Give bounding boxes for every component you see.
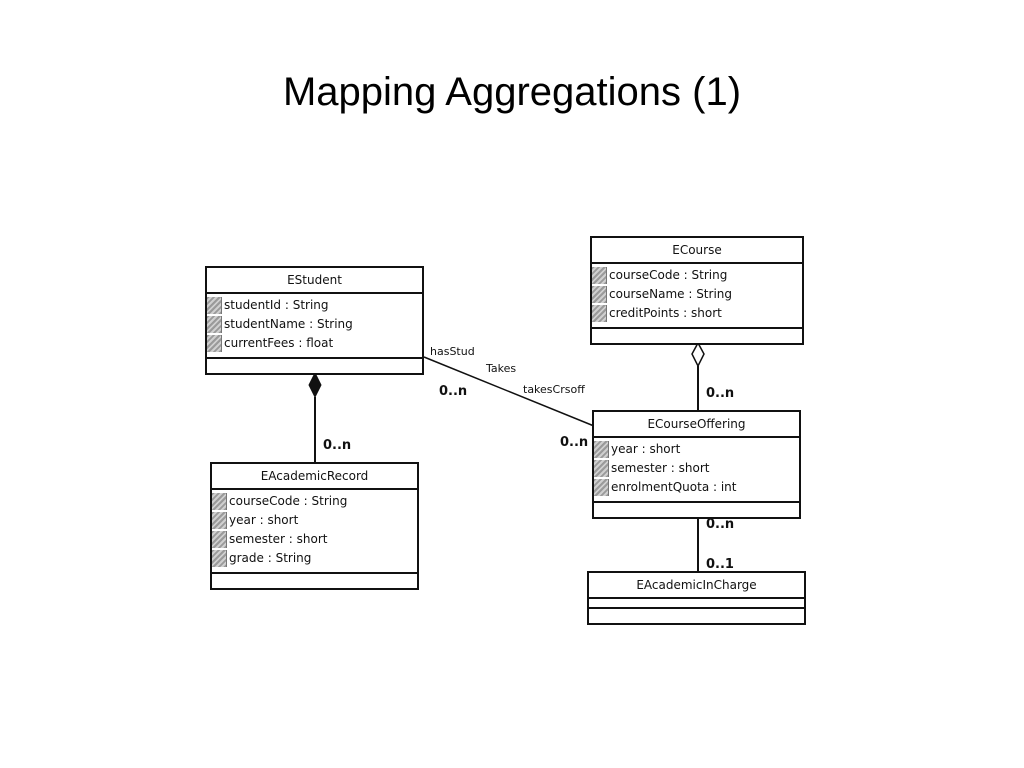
class-name: ECourse bbox=[592, 238, 802, 264]
mult-incharge-bottom: 0..1 bbox=[706, 557, 734, 572]
attribute-icon bbox=[594, 479, 609, 496]
attribute-row: courseCode : String bbox=[212, 492, 417, 511]
class-ecourse[interactable]: ECourse courseCode : String courseName :… bbox=[590, 236, 804, 345]
attribute-icon bbox=[594, 460, 609, 477]
attribute-icon bbox=[592, 305, 607, 322]
attribute-icon bbox=[594, 441, 609, 458]
attribute-icon bbox=[592, 267, 607, 284]
attribute-row: semester : short bbox=[212, 530, 417, 549]
attribute-text: semester : short bbox=[229, 532, 328, 546]
hollow-diamond-icon bbox=[691, 341, 705, 368]
class-name: EAcademicInCharge bbox=[589, 573, 804, 599]
attribute-icon bbox=[592, 286, 607, 303]
attribute-text: creditPoints : short bbox=[609, 306, 722, 320]
mult-offering-aggregation: 0..n bbox=[706, 386, 734, 401]
attribute-text: studentId : String bbox=[224, 298, 329, 312]
mult-student-takes: 0..n bbox=[439, 384, 467, 399]
attribute-text: courseName : String bbox=[609, 287, 732, 301]
operations-compartment bbox=[212, 574, 417, 588]
attribute-icon bbox=[207, 316, 222, 333]
class-name: ECourseOffering bbox=[594, 412, 799, 438]
mult-record: 0..n bbox=[323, 438, 351, 453]
attribute-text: courseCode : String bbox=[609, 268, 728, 282]
filled-diamond-icon bbox=[308, 371, 322, 399]
attribute-text: grade : String bbox=[229, 551, 312, 565]
attribute-list: courseCode : String year : short semeste… bbox=[212, 490, 417, 574]
attribute-icon bbox=[212, 531, 227, 548]
role-takes-crsoff: takesCrsoff bbox=[523, 383, 585, 396]
attribute-row: year : short bbox=[594, 440, 799, 459]
attribute-row: currentFees : float bbox=[207, 334, 422, 353]
association-name-takes: Takes bbox=[485, 362, 516, 375]
attribute-text: year : short bbox=[229, 513, 299, 527]
attribute-text: currentFees : float bbox=[224, 336, 334, 350]
role-has-stud: hasStud bbox=[430, 345, 475, 358]
attribute-text: enrolmentQuota : int bbox=[611, 480, 737, 494]
attribute-list: courseCode : String courseName : String … bbox=[592, 264, 802, 329]
operations-compartment bbox=[594, 503, 799, 517]
attribute-list bbox=[589, 599, 804, 609]
class-ecourseoffering[interactable]: ECourseOffering year : short semester : … bbox=[592, 410, 801, 519]
attribute-list: studentId : String studentName : String … bbox=[207, 294, 422, 359]
slide-title: Mapping Aggregations (1) bbox=[282, 70, 742, 114]
attribute-icon bbox=[212, 493, 227, 510]
attribute-text: studentName : String bbox=[224, 317, 353, 331]
attribute-icon bbox=[207, 335, 222, 352]
attribute-row: courseName : String bbox=[592, 285, 802, 304]
attribute-row: grade : String bbox=[212, 549, 417, 568]
attribute-row: enrolmentQuota : int bbox=[594, 478, 799, 497]
class-name: EAcademicRecord bbox=[212, 464, 417, 490]
attribute-text: courseCode : String bbox=[229, 494, 348, 508]
operations-compartment bbox=[589, 609, 804, 623]
takes-association-line bbox=[423, 356, 595, 427]
operations-compartment bbox=[592, 329, 802, 343]
class-name: EStudent bbox=[207, 268, 422, 294]
attribute-row: studentId : String bbox=[207, 296, 422, 315]
attribute-row: studentName : String bbox=[207, 315, 422, 334]
class-eacademicrecord[interactable]: EAcademicRecord courseCode : String year… bbox=[210, 462, 419, 590]
operations-compartment bbox=[207, 359, 422, 373]
attribute-row: creditPoints : short bbox=[592, 304, 802, 323]
mult-offering-takes: 0..n bbox=[560, 435, 588, 450]
attribute-list: year : short semester : short enrolmentQ… bbox=[594, 438, 799, 503]
attribute-text: year : short bbox=[611, 442, 681, 456]
attribute-text: semester : short bbox=[611, 461, 710, 475]
class-eacademicincharge[interactable]: EAcademicInCharge bbox=[587, 571, 806, 625]
attribute-row: year : short bbox=[212, 511, 417, 530]
attribute-row: courseCode : String bbox=[592, 266, 802, 285]
class-estudent[interactable]: EStudent studentId : String studentName … bbox=[205, 266, 424, 375]
attribute-row: semester : short bbox=[594, 459, 799, 478]
attribute-icon bbox=[207, 297, 222, 314]
mult-incharge-top: 0..n bbox=[706, 517, 734, 532]
attribute-icon bbox=[212, 550, 227, 567]
attribute-icon bbox=[212, 512, 227, 529]
